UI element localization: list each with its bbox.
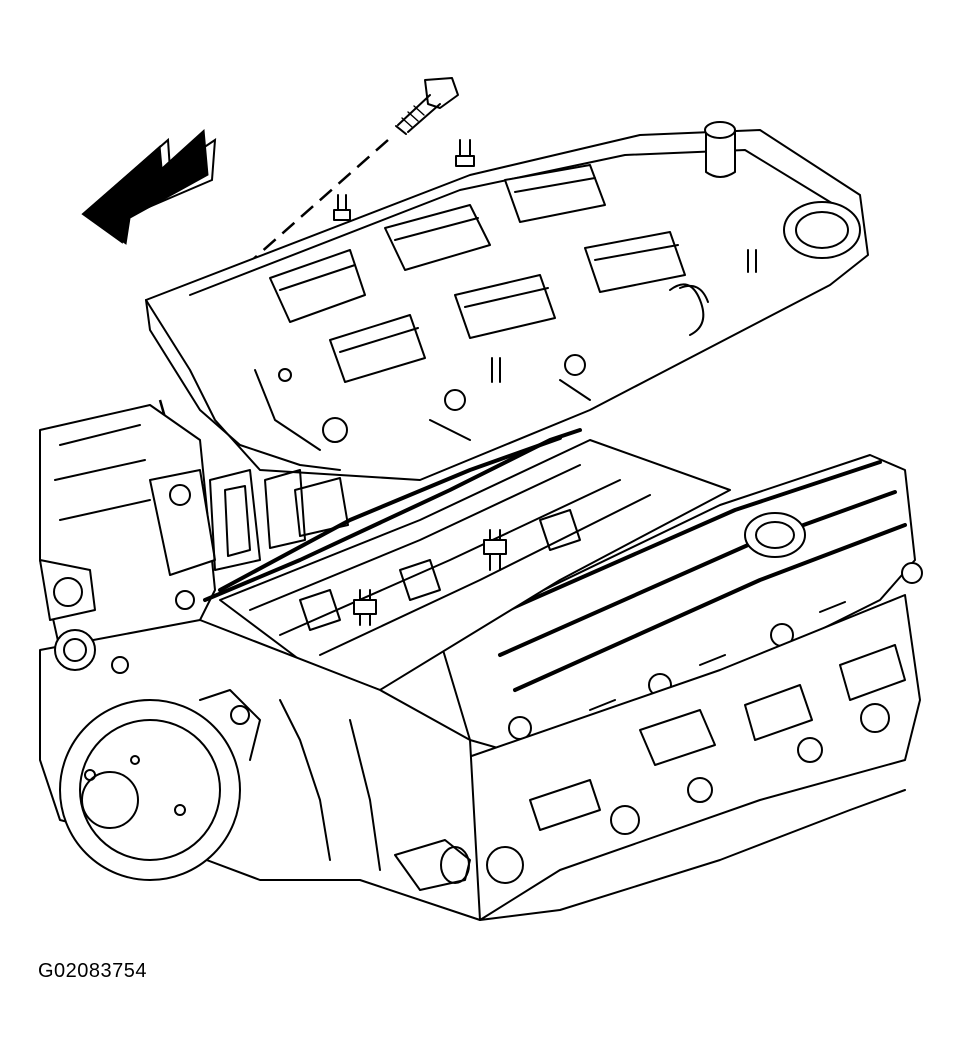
bolt-guide-line — [249, 139, 389, 263]
engine-block — [39, 404, 582, 661]
crankshaft-pulley — [39, 619, 481, 921]
direction-arrow-icon — [81, 128, 217, 245]
valve-cover — [439, 454, 923, 761]
intake-manifold — [145, 121, 869, 481]
manifold-bolt — [395, 77, 459, 135]
figure-code: G02083754 — [38, 960, 148, 982]
lifter-valley — [219, 439, 731, 691]
cylinder-head-lower — [459, 594, 921, 921]
